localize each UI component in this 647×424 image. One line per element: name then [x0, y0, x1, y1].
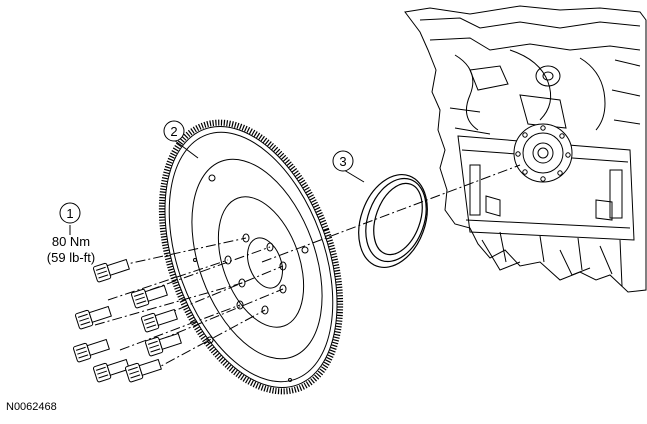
- flywheel: [158, 119, 344, 395]
- figure-id: N0062468: [6, 401, 57, 413]
- torque-spec: 80 Nm (59 lb-ft): [38, 234, 104, 266]
- svg-text:2: 2: [170, 124, 177, 139]
- flywheel-bolt: [92, 258, 130, 283]
- svg-text:1: 1: [66, 206, 73, 221]
- flywheel-bolt: [140, 308, 178, 333]
- flywheel-bolt: [130, 284, 168, 309]
- flywheel-bolt: [124, 358, 162, 383]
- callout-2: 2: [163, 120, 185, 142]
- alignment-lines: [94, 164, 521, 373]
- crankshaft-rear-seal: [358, 173, 428, 269]
- callout-1: 1: [59, 202, 81, 224]
- svg-text:3: 3: [339, 154, 346, 169]
- flywheel-bolts: [72, 258, 182, 383]
- flywheel-bolt: [74, 305, 112, 330]
- torque-spec-metric: 80 Nm: [51, 234, 91, 249]
- engine-block: [404, 5, 647, 293]
- callout-leaders: [69, 139, 365, 235]
- flywheel-bolt: [72, 338, 110, 363]
- torque-spec-imperial: (59 lb-ft): [46, 250, 96, 265]
- callout-3: 3: [332, 150, 354, 172]
- flywheel-bolt: [92, 358, 130, 383]
- flywheel-bolt: [144, 332, 182, 357]
